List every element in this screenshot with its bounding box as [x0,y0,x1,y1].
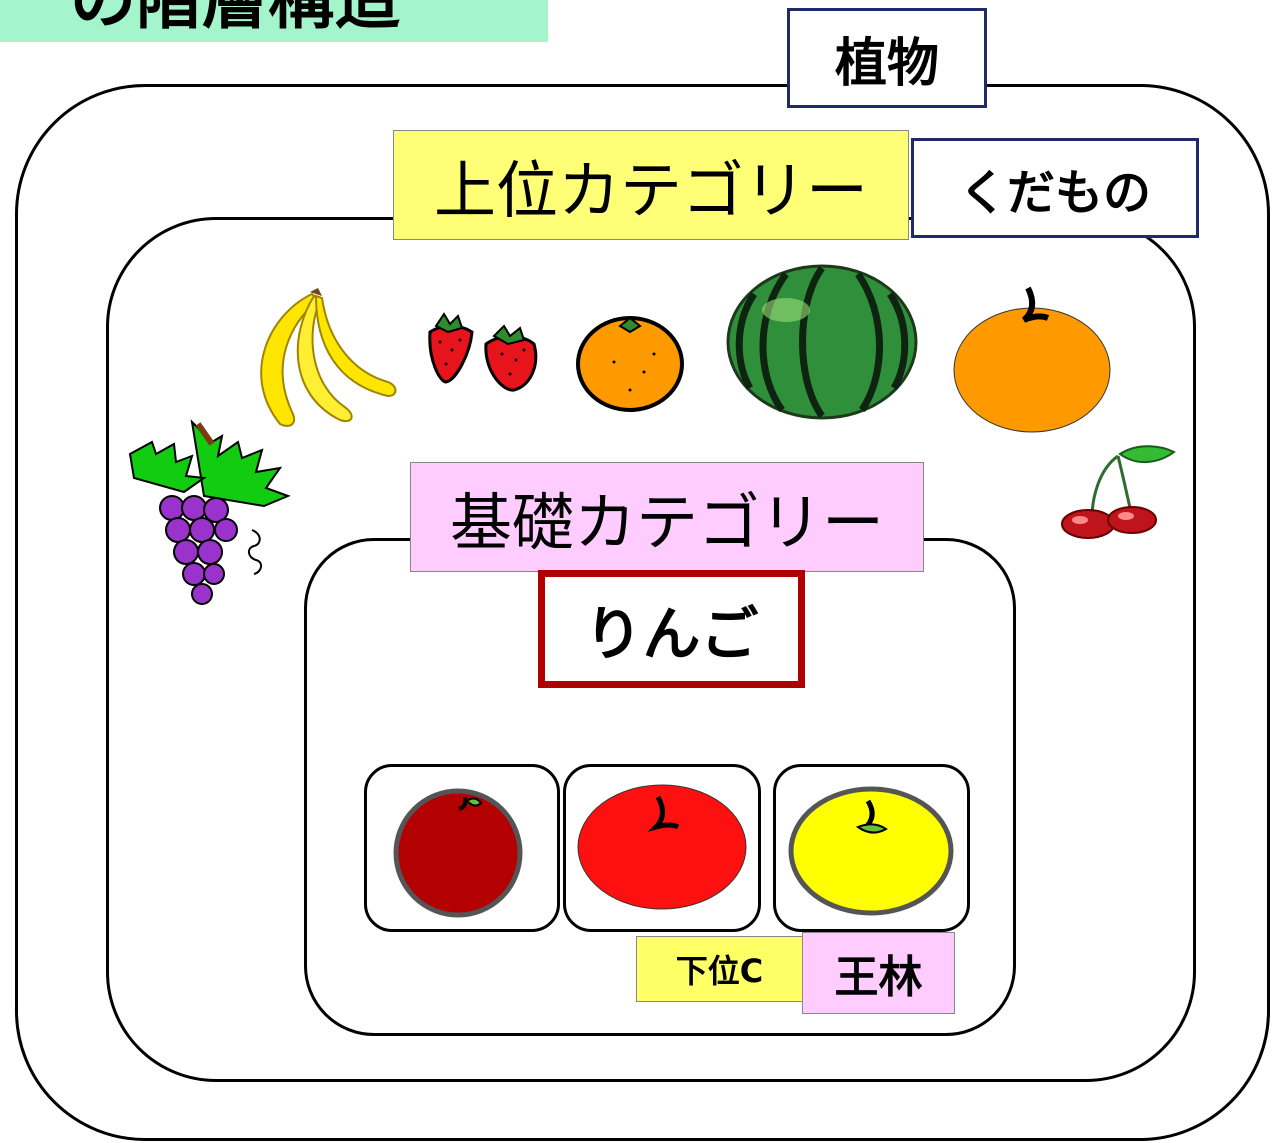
apple-card-dark-red [364,764,560,932]
label-subordinate: 下位C [636,936,803,1002]
banana-icon [260,288,397,427]
label-apple: りんご [538,570,805,688]
persimmon-icon [953,286,1111,433]
apple-card-red [563,764,761,932]
mandarin-orange-icon [576,316,684,412]
apple-card-yellow [773,764,970,932]
yellow-apple-icon [788,786,954,916]
red-apple-icon [577,784,747,910]
plant-frame [15,84,1270,1141]
watermelon-icon [726,264,918,420]
label-ourin: 王林 [802,932,955,1014]
strawberry-icon [428,312,538,392]
title-banner: の階層構造 [0,0,548,42]
title-text: の階層構造 [70,0,400,40]
dark-red-apple-icon [393,788,523,918]
label-basic: 基礎カテゴリー [410,462,924,572]
label-fruit: くだもの [911,138,1199,238]
label-superordinate: 上位カテゴリー [393,130,909,240]
grapes-icon [128,419,291,605]
label-plant: 植物 [787,8,987,108]
cherry-icon [1061,445,1176,539]
